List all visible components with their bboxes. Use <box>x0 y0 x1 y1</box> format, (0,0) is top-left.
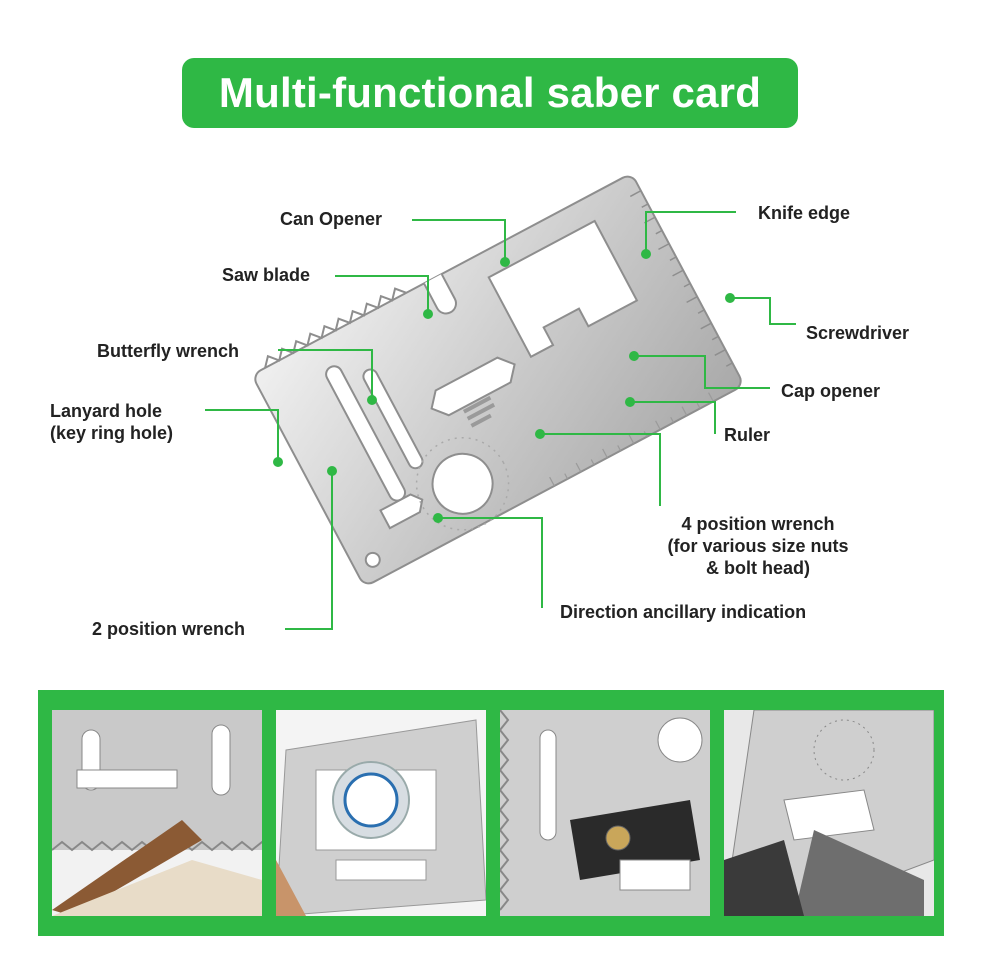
saber-card-diagram <box>205 175 796 630</box>
label-saw-blade: Saw blade <box>222 265 311 285</box>
label-can-opener: Can Opener <box>280 209 383 229</box>
usage-photo-strip <box>38 690 944 936</box>
label-cap-opener: Cap opener <box>781 381 881 401</box>
label-4-position-line2: (for various size nuts <box>667 536 849 556</box>
label-4-position-line1: 4 position wrench <box>681 514 835 534</box>
label-knife-edge: Knife edge <box>758 203 851 223</box>
label-4-position-line3: & bolt head) <box>706 558 810 578</box>
banner-title: Multi-functional saber card <box>218 69 762 116</box>
label-direction-indication: Direction ancillary indication <box>560 602 807 622</box>
label-butterfly-wrench: Butterfly wrench <box>97 341 240 361</box>
title-banner: Multi-functional saber card <box>182 58 798 128</box>
label-4-position-wrench: 4 position wrench (for various size nuts… <box>638 513 878 579</box>
saber-card <box>254 175 742 585</box>
saw-usage-photo <box>52 710 262 916</box>
label-screwdriver: Screwdriver <box>806 323 910 343</box>
label-2-position-wrench: 2 position wrench <box>92 619 246 639</box>
leader-lines <box>205 211 796 630</box>
label-lanyard-hole-line1: Lanyard hole <box>50 401 163 421</box>
bottle-opener-photo <box>276 710 486 916</box>
leader-dots <box>273 249 735 523</box>
label-lanyard-hole-line2: (key ring hole) <box>50 423 174 443</box>
label-ruler: Ruler <box>724 425 771 445</box>
screwdriver-photo <box>500 710 710 916</box>
wrench-usage-photo <box>724 710 934 916</box>
label-lanyard-hole: Lanyard hole (key ring hole) <box>50 400 220 444</box>
